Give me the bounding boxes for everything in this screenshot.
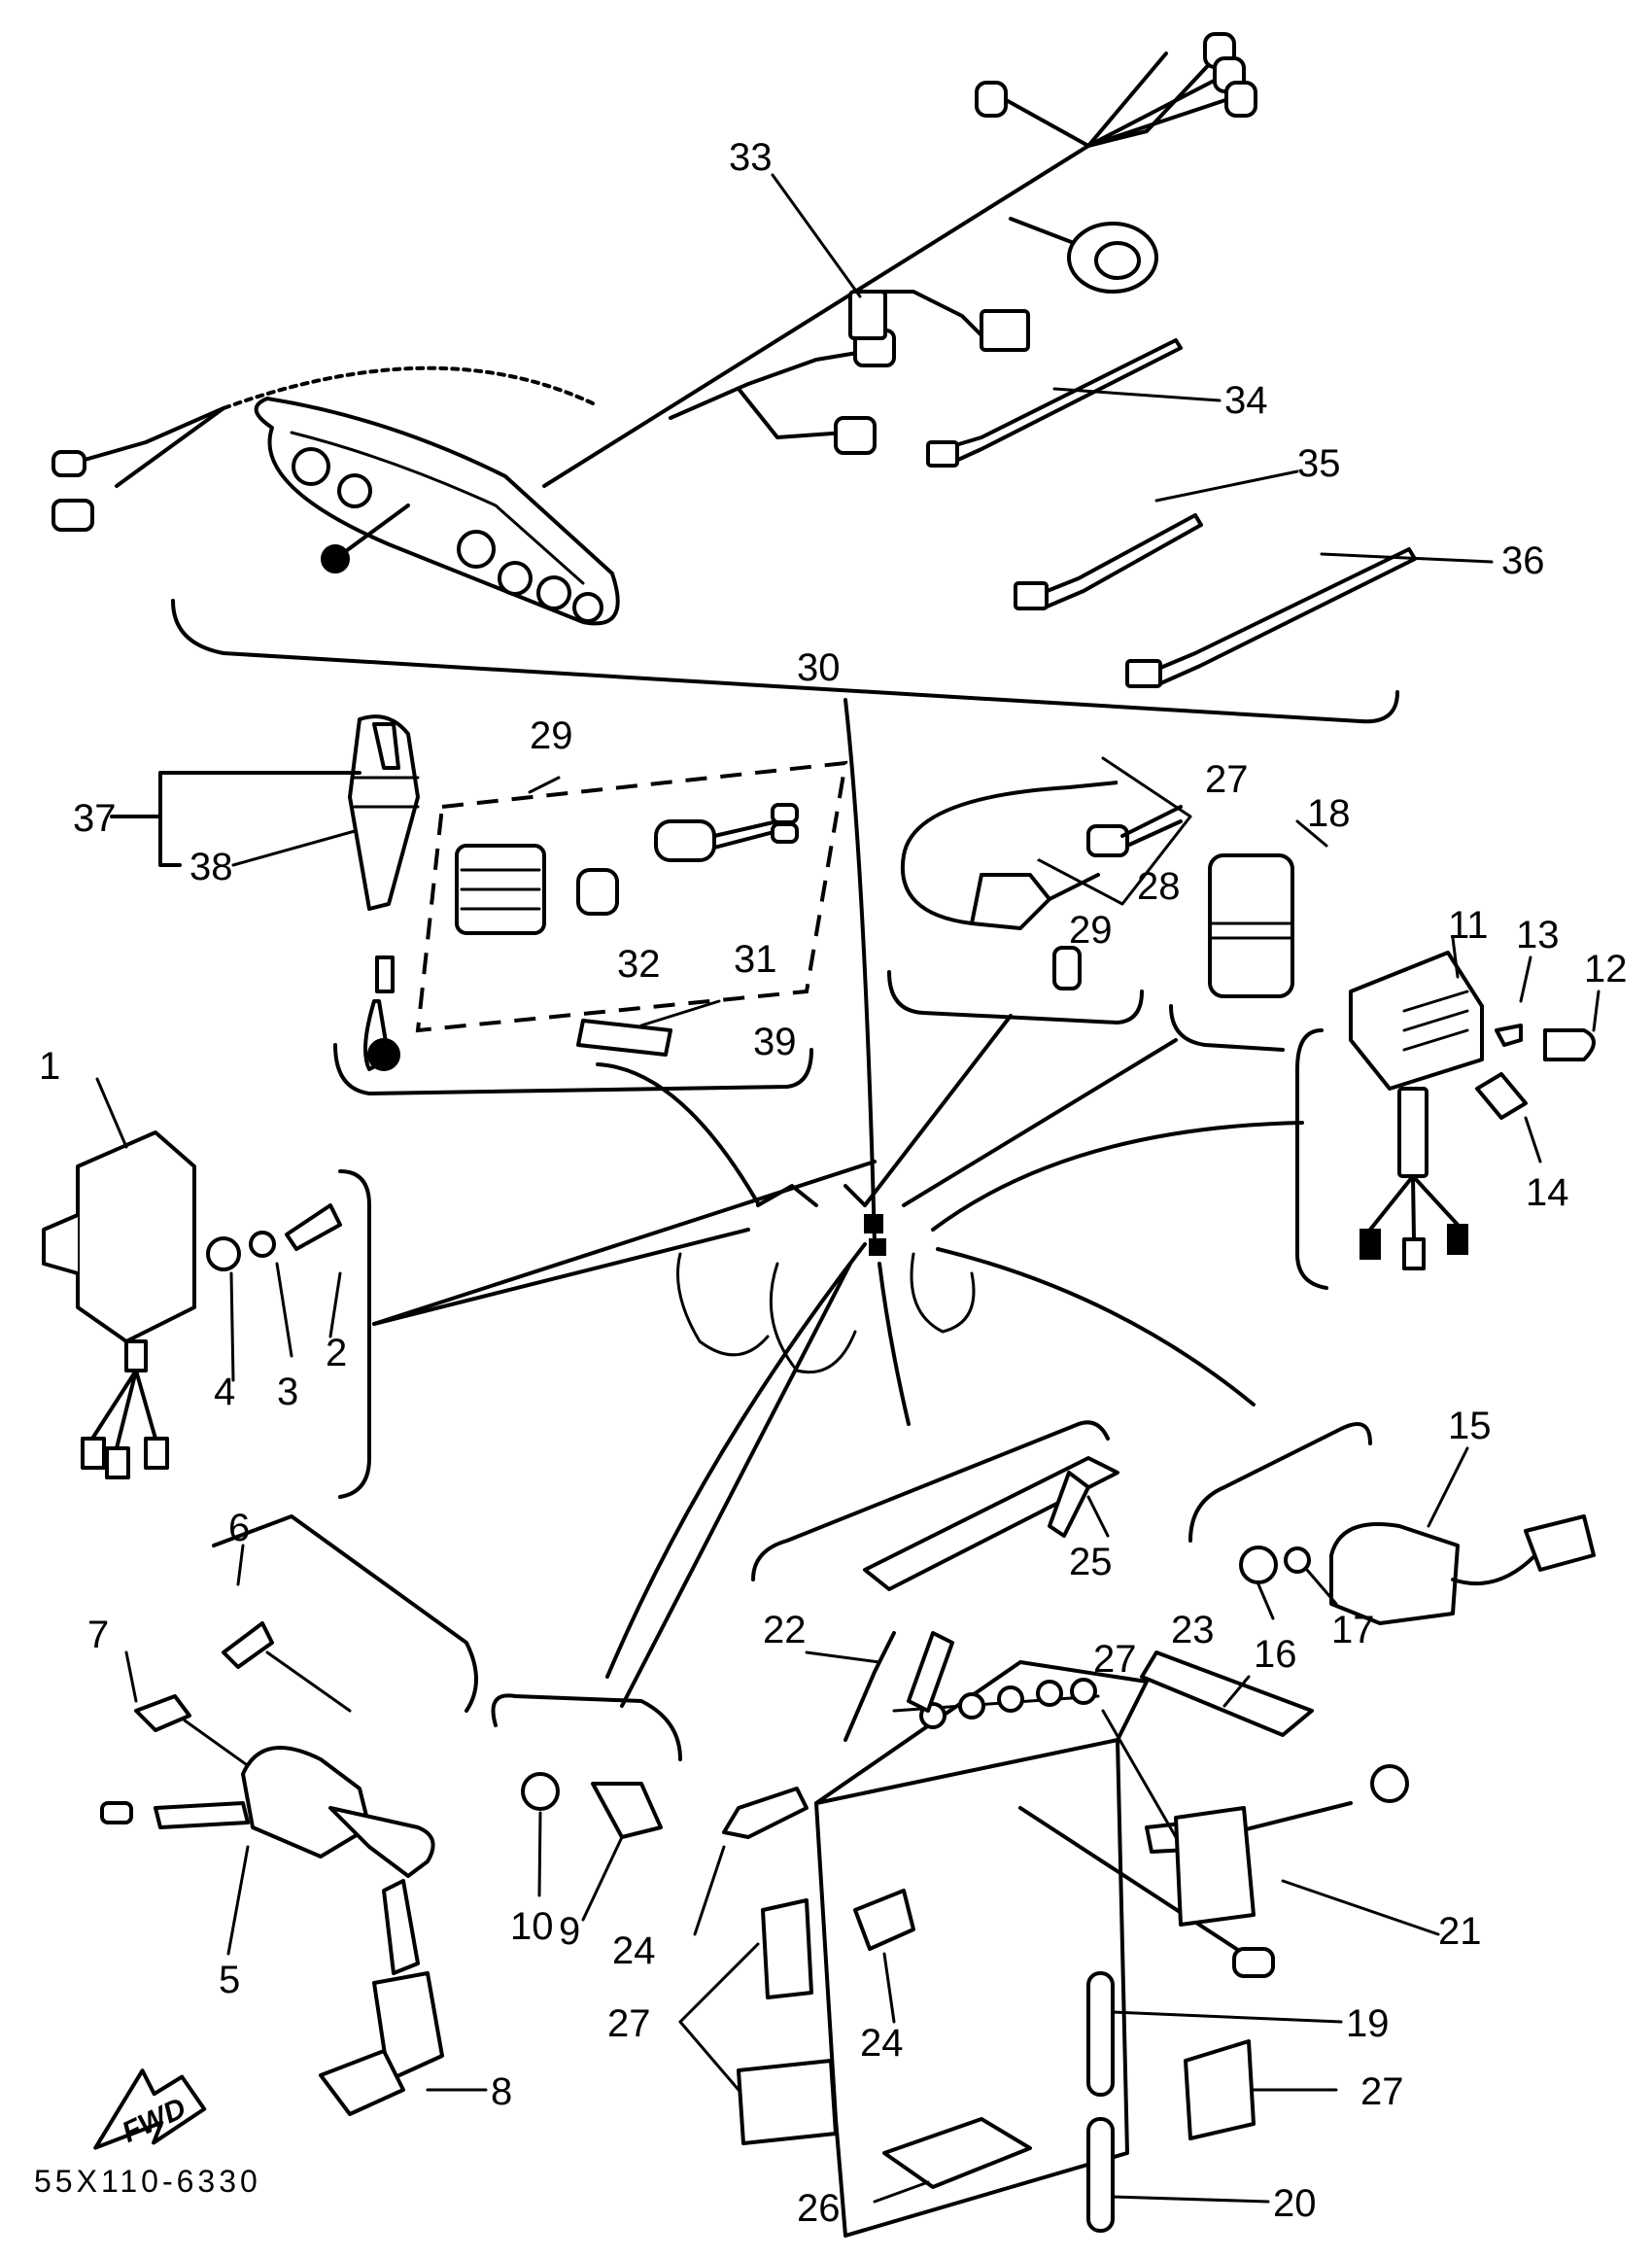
cdi-group [42,1077,371,1499]
relay-group [1188,1422,1596,1625]
part-number-label: 30 [797,646,841,689]
part-number-label: 13 [1516,914,1560,956]
fwd-direction-arrow: FWD [93,2068,207,2150]
part-number-label: 29 [530,714,573,757]
part-number-label: 34 [1224,379,1268,422]
part-number-label: 5 [219,1959,240,2001]
part-number-label: 22 [763,1609,807,1651]
part-number-label: 16 [1254,1633,1297,1676]
part-number-label: 8 [491,2070,512,2113]
starter-relay-group [887,756,1192,1025]
part-number-label: 7 [87,1614,109,1656]
part-number-label: 2 [326,1332,347,1374]
part-number-label: 25 [1069,1541,1113,1583]
part-number-label: 37 [73,797,117,840]
part-number-label: 20 [1273,2182,1317,2225]
part-number-label: 17 [1331,1609,1375,1651]
main-switch-group [110,714,848,1095]
part-number-label: 29 [1069,909,1113,952]
part-number-label: 9 [559,1910,580,1953]
part-number-label: 23 [1171,1609,1215,1651]
part-number-label: 38 [189,846,233,888]
part-number-label: 33 [729,136,773,179]
ignition-coil-group [100,1514,488,2116]
part-number-label: 15 [1448,1405,1492,1447]
connection-lines [372,698,1304,1708]
rectifier-group [1295,936,1600,1290]
wire-harness-group [52,32,1494,724]
battery-group [678,1420,1440,2238]
part-number-label: 21 [1438,1910,1482,1953]
fuse-box-group [1169,819,1328,1052]
part-number-label: 27 [1360,2070,1404,2113]
part-number-label: 32 [617,943,661,986]
part-number-label: 26 [797,2187,841,2230]
part-number-label: 27 [1205,758,1249,801]
part-number-label: 35 [1297,442,1341,485]
part-number-label: 36 [1501,539,1545,582]
part-number-label: 24 [860,2022,904,2065]
part-number-label: 24 [612,1929,656,1972]
part-number-label: 27 [1093,1638,1137,1681]
part-number-label: 18 [1307,792,1351,835]
part-number-label: 14 [1526,1171,1569,1214]
drawing-code: 55X110-6330 [34,2164,261,2199]
part-number-label: 39 [753,1021,797,1063]
part-number-label: 12 [1584,948,1628,990]
part-number-label: 1 [39,1045,60,1088]
part-number-label: 6 [228,1507,250,1549]
clip-group [491,1693,682,1922]
part-number-label: 11 [1448,904,1489,947]
part-number-labels: 1 2 3 4 5 6 7 8 9 10 11 12 13 14 15 16 1… [39,136,1628,2230]
part-number-label: 10 [510,1905,554,1948]
part-number-label: 28 [1137,865,1181,908]
part-number-label: 19 [1346,2002,1390,2045]
part-number-label: 3 [277,1371,298,1413]
part-number-label: 31 [734,938,777,981]
part-number-label: 4 [214,1371,235,1413]
part-number-label: 27 [607,2002,651,2045]
